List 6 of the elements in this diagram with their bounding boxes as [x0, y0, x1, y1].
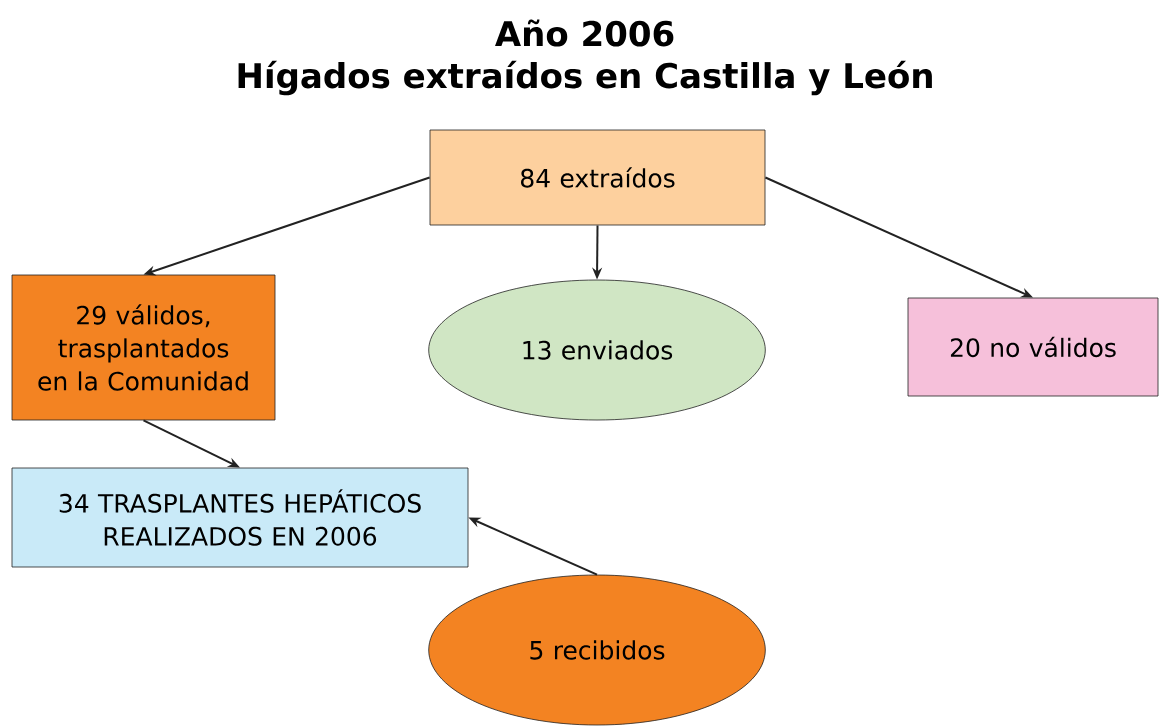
process-box: 20 no válidos: [907, 297, 1159, 397]
process-box: 29 válidos, trasplantados en la Comunidad: [11, 274, 276, 421]
subtitle: Hígados extraídos en Castilla y León: [238, 60, 932, 96]
process-box: 84 extraídos: [429, 129, 766, 226]
title: Año 2006: [495, 19, 674, 47]
process-box: 34 TRASPLANTES HEPÁTICOS REALIZADOS EN 2006: [11, 467, 469, 568]
